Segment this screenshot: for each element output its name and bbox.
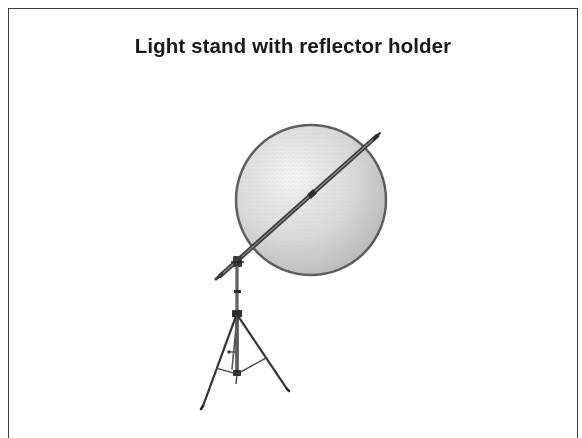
tripod-legs (201, 316, 289, 409)
